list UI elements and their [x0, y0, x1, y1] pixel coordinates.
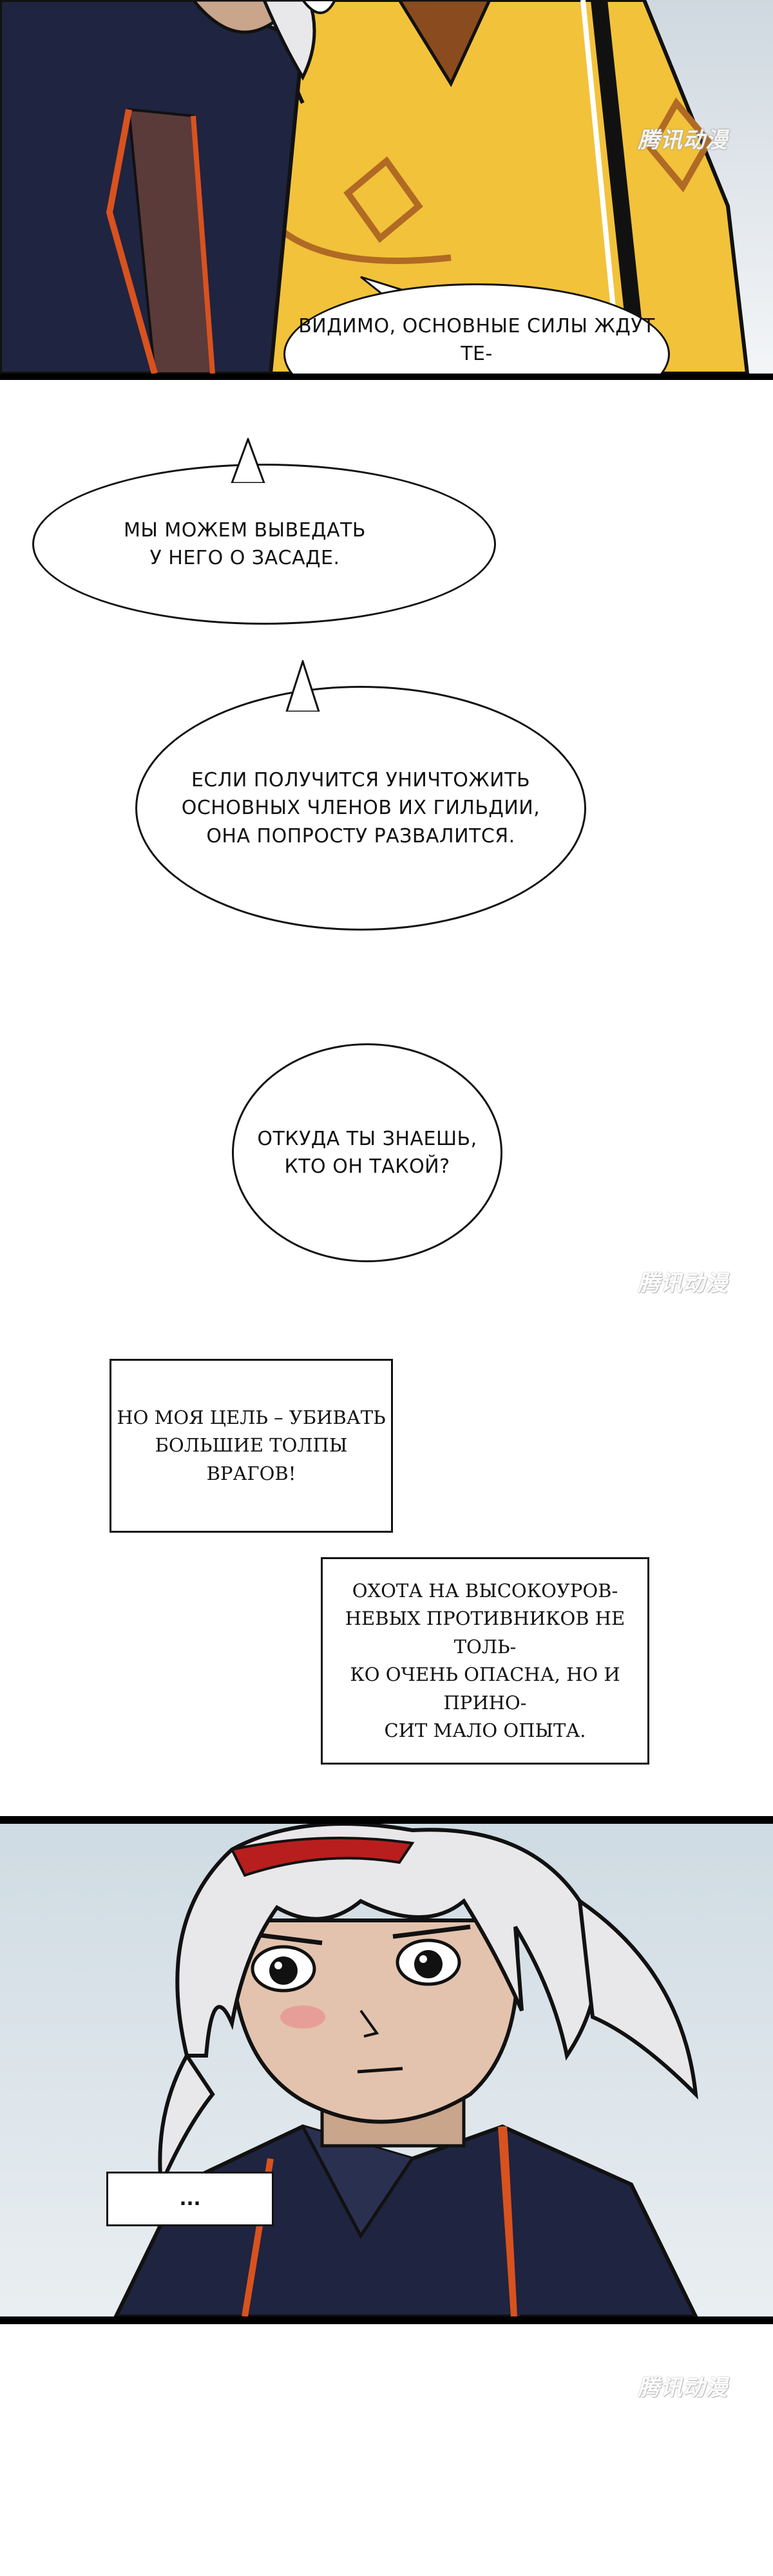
speech-bubble-2: МЫ МОЖЕМ ВЫВЕДАТЬ У НЕГО О ЗАСАДЕ. [32, 464, 496, 625]
speech-bubble-3-tail [285, 660, 320, 712]
navy-jacket-character [0, 0, 337, 374]
bottom-panel-art [113, 1824, 698, 2316]
speech-bubble-3: ЕСЛИ ПОЛУЧИТСЯ УНИЧТОЖИТЬ ОСНОВНЫХ ЧЛЕНО… [135, 686, 586, 931]
watermark-middle: 腾讯动漫 [638, 1271, 728, 1296]
narration-box-3-text: ... [179, 2187, 201, 2210]
eyes [244, 1924, 471, 1993]
speech-bubble-4: ОТКУДА ТЫ ЗНАЕШЬ, КТО ОН ТАКОЙ? [232, 1043, 502, 1262]
silver-hair [158, 1824, 698, 2192]
narration-box-1: НО МОЯ ЦЕЛЬ – УБИВАТЬ БОЛЬШИЕ ТОЛПЫ ВРАГ… [110, 1359, 393, 1533]
narration-box-2: ОХОТА НА ВЫСОКОУРОВ- НЕВЫХ ПРОТИВНИКОВ Н… [321, 1557, 649, 1765]
narration-box-3: ... [106, 2172, 274, 2226]
watermark-bottom: 腾讯动漫 [638, 2375, 728, 2401]
bottom-panel: ... [0, 1816, 773, 2324]
narration-box-2-text: ОХОТА НА ВЫСОКОУРОВ- НЕВЫХ ПРОТИВНИКОВ Н… [345, 1579, 625, 1742]
speech-bubble-2-tail [231, 438, 265, 483]
watermark-top: 腾讯动漫 [638, 128, 728, 153]
narration-box-1-text: НО МОЯ ЦЕЛЬ – УБИВАТЬ БОЛЬШИЕ ТОЛПЫ ВРАГ… [117, 1406, 386, 1484]
speech-bubble-4-text: ОТКУДА ТЫ ЗНАЕШЬ, КТО ОН ТАКОЙ? [257, 1127, 477, 1179]
speech-bubble-1-text: ВИДИМО, ОСНОВНЫЕ СИЛЫ ЖДУТ ТЕ- БЯ У ПОРТ… [298, 314, 655, 374]
top-panel: ВИДИМО, ОСНОВНЫЕ СИЛЫ ЖДУТ ТЕ- БЯ У ПОРТ… [0, 0, 773, 380]
speech-bubble-3-text: ЕСЛИ ПОЛУЧИТСЯ УНИЧТОЖИТЬ ОСНОВНЫХ ЧЛЕНО… [181, 768, 540, 848]
top-panel-art [0, 0, 773, 374]
speech-bubble-2-text: МЫ МОЖЕМ ВЫВЕДАТЬ У НЕГО О ЗАСАДЕ. [123, 518, 367, 570]
